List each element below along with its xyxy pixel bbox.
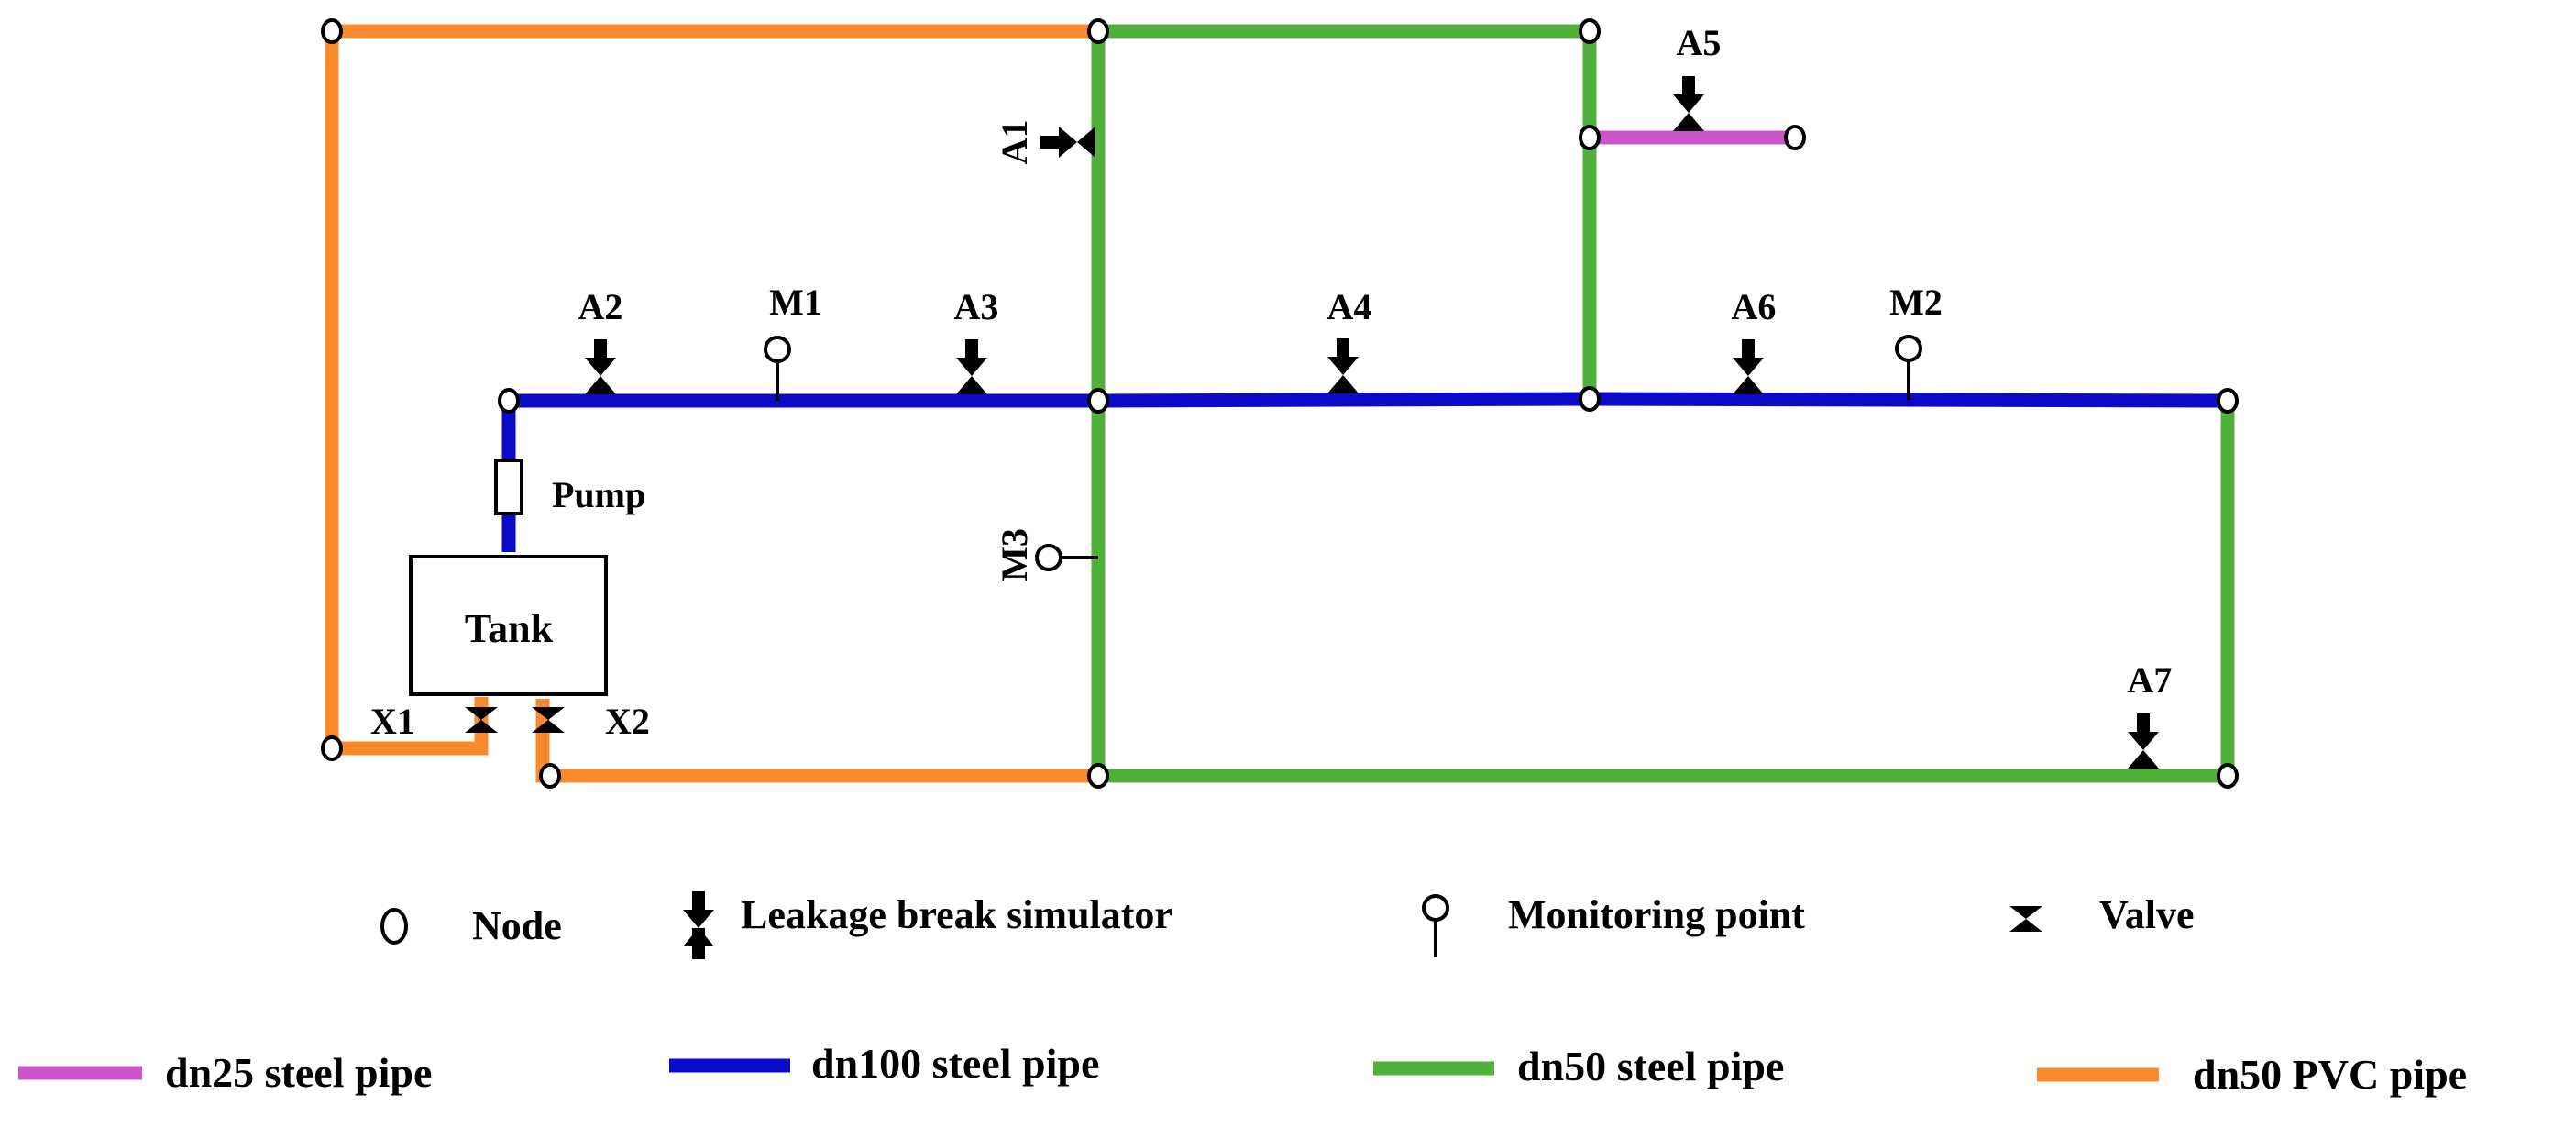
node [1579,18,1601,44]
steel100-pipes [501,392,2229,552]
node [321,18,343,44]
leakage-simulators: A1 A2 A3 A4 A5 A6 A7 [578,22,2173,769]
monitor-m2-label: M2 [1889,282,1943,323]
legend-node-icon [380,908,408,945]
node [321,735,343,761]
monitoring-points [764,335,1922,571]
legend-dn25-label: dn25 steel pipe [165,1049,432,1096]
tank: Tank [409,555,608,696]
legend-dn100-label: dn100 steel pipe [811,1040,1099,1087]
node [1087,388,1109,414]
monitor-m1-icon [764,336,791,363]
leak-a2-label: A2 [578,286,623,327]
leak-a3-icon [956,339,987,394]
node [1579,125,1601,150]
pipes [325,24,2235,783]
valves: X1 X2 [370,701,650,742]
pipe-blue-a4 [1097,392,1591,408]
monitor-m3-label: M3 [994,528,1035,581]
leak-a5-icon [1673,76,1704,131]
node [1087,18,1109,44]
leak-a1-label: A1 [994,120,1035,165]
legend-leakage-label: Leakage break simulator [741,892,1172,937]
legend-monitoring-label: Monitoring point [1508,892,1805,937]
monitor-m2-icon [1895,335,1922,362]
node [1087,763,1109,789]
leak-a1-icon [1040,127,1095,158]
leak-a7-label: A7 [2128,659,2173,701]
pump-label: Pump [552,474,645,515]
leak-a7-icon [2128,713,2159,769]
legend-monitoring-icon [1422,894,1449,922]
legend-dn50-pvc-label: dn50 PVC pipe [2193,1051,2467,1098]
monitor-m1-label: M1 [769,282,822,323]
leak-a2-icon [585,339,616,394]
nodes [321,18,2239,789]
legend-valve-icon [2009,906,2042,932]
node [2217,763,2239,789]
node [1579,386,1601,412]
leak-a6-icon [1733,339,1764,394]
leak-a4-label: A4 [1327,286,1372,327]
node [498,388,520,414]
leak-a4-icon [1327,338,1359,393]
valve-x1-icon [465,707,498,733]
legend-node-label: Node [472,903,562,948]
node [2217,388,2239,414]
leak-a6-label: A6 [1732,286,1777,327]
leak-a3-label: A3 [954,286,999,327]
legend-pipes: dn25 steel pipe dn100 steel pipe dn50 st… [18,1040,2467,1098]
steel50-pipes [1091,24,2235,783]
tank-label: Tank [465,606,554,651]
legend-valve-label: Valve [2099,892,2195,937]
legend-symbols: Node Leakage break simulator Monitoring … [380,891,2195,959]
legend-dn50-steel-label: dn50 steel pipe [1517,1043,1784,1089]
leak-a5-label: A5 [1677,22,1722,63]
node [1784,125,1806,150]
valve-x1-label: X1 [370,701,415,742]
node [539,763,561,789]
pump: Pump [494,459,645,515]
valve-x2-label: X2 [605,701,650,742]
monitor-m3-icon [1035,544,1062,571]
